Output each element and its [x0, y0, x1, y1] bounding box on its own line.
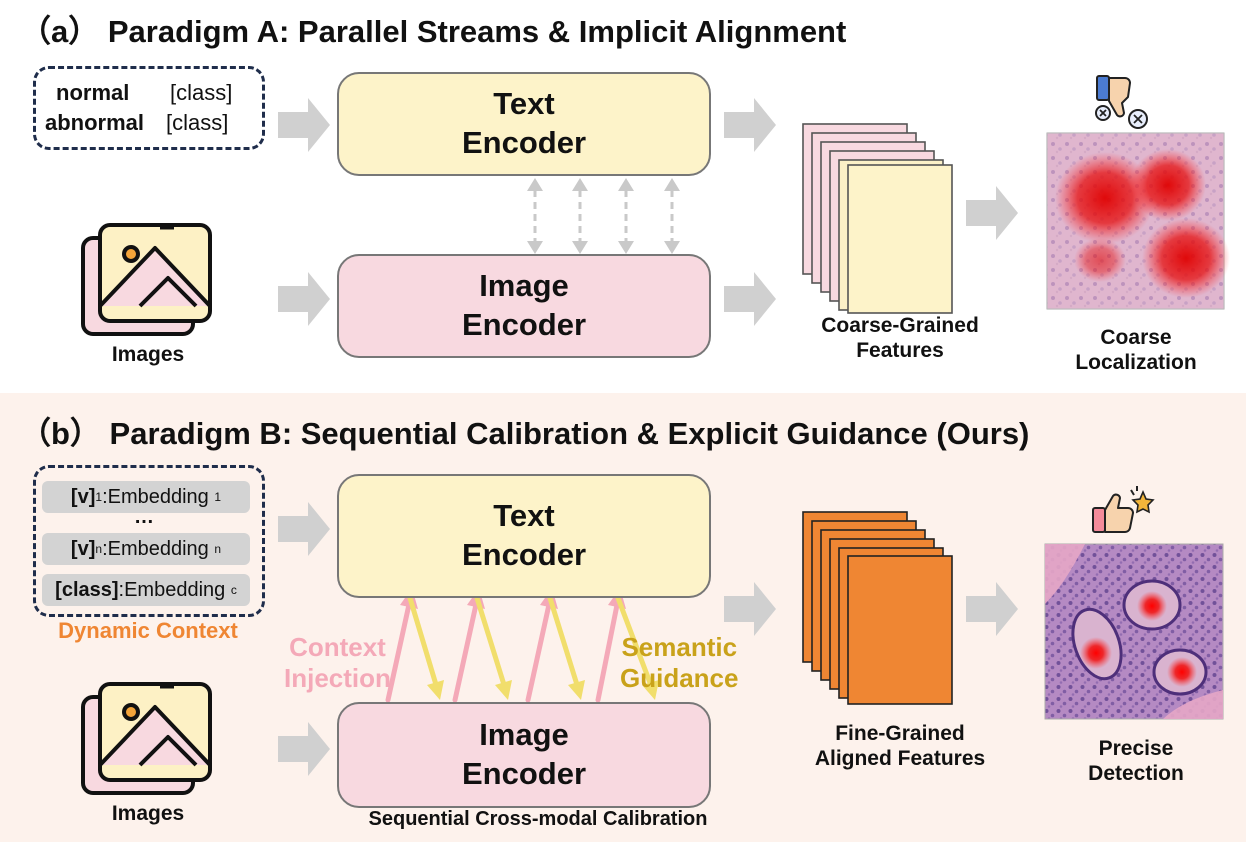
- context-token-n-text: :Embedding: [102, 537, 209, 560]
- fine-features-label: Fine-Grained Aligned Features: [780, 722, 1020, 772]
- panel-a-title: （a） Paradigm A: Parallel Streams & Impli…: [20, 14, 847, 49]
- arrow-image-encoder-to-features: [724, 272, 776, 326]
- context-token-class-sub: c: [230, 583, 237, 597]
- thumbs-up-icon: [1092, 486, 1155, 533]
- context-injection-label-line2: Injection: [284, 663, 391, 694]
- coarse-localization-label-line1: Coarse: [1100, 326, 1172, 349]
- images-label-a: Images: [111, 343, 185, 366]
- semantic-guidance-label-line2: Guidance: [620, 663, 739, 694]
- prompt-normal: normal: [56, 80, 130, 105]
- context-token-1-sub: 1: [214, 490, 222, 504]
- coarse-features-label-line1: Coarse-Grained: [821, 314, 979, 337]
- context-token-n-key-sub: n: [95, 542, 103, 556]
- arrow-fine-features-to-result: [966, 582, 1018, 636]
- class-prompt-box: [33, 66, 265, 150]
- text-encoder-a-line1: Text: [493, 86, 555, 122]
- context-ellipsis: …: [134, 506, 154, 528]
- prompt-abnormal-class: [class]: [166, 110, 229, 135]
- panel-b-title: （b） Paradigm B: Sequential Calibration &…: [20, 416, 1030, 451]
- prompt-abnormal: abnormal: [45, 110, 145, 135]
- arrow-encoders-to-fine-features: [724, 582, 776, 636]
- arrow-images-to-image-encoder-b: [278, 722, 330, 776]
- semantic-guidance-label-line1: Semantic: [621, 632, 738, 662]
- images-icon-a: [81, 223, 212, 336]
- precise-detection-label: Precise Detection: [1050, 737, 1222, 787]
- arrow-prompt-to-text-encoder: [278, 98, 330, 152]
- coarse-features-label-line2: Features: [856, 338, 944, 362]
- text-encoder-a-line2: Encoder: [461, 125, 587, 160]
- coarse-feature-stack: [802, 123, 953, 314]
- coarse-features-label: Coarse-Grained Features: [795, 314, 1005, 364]
- panel-a-flow-arrows: [278, 98, 1018, 326]
- arrow-features-to-result: [966, 186, 1018, 240]
- context-token-1-key-sub: 1: [95, 490, 103, 504]
- implicit-alignment-arrows: [533, 190, 674, 243]
- panel-b-flow-arrows: [278, 502, 1018, 776]
- context-token-1-text: :Embedding: [102, 485, 209, 508]
- context-token-class: [class]:Embedding c: [42, 574, 250, 606]
- context-token-class-key: [class]: [55, 578, 119, 601]
- fine-features-label-line2: Aligned Features: [814, 746, 986, 770]
- context-injection-label-line1: Context: [289, 632, 386, 662]
- precise-detection-label-line2: Detection: [1088, 761, 1184, 785]
- image-encoder-b-line1: Image: [479, 717, 569, 753]
- text-encoder-b-line1: Text: [493, 498, 555, 534]
- coarse-localization-label: Coarse Localization: [1050, 326, 1222, 376]
- context-token-1: [v]1:Embedding 1: [42, 481, 250, 513]
- precise-detection-image: [1044, 543, 1224, 720]
- text-encoder-b-line2: Encoder: [461, 537, 587, 572]
- prompt-normal-class: [class]: [170, 80, 233, 105]
- fine-feature-stack: [802, 511, 953, 705]
- image-encoder-a-line2: Encoder: [461, 307, 587, 342]
- fine-features-label-line1: Fine-Grained: [835, 722, 965, 745]
- arrow-context-to-text-encoder: [278, 502, 330, 556]
- coarse-localization-image: [1046, 132, 1230, 310]
- dynamic-context-label: Dynamic Context: [58, 618, 238, 643]
- dynamic-context-box: [33, 465, 265, 617]
- context-injection-label: Context Injection: [284, 632, 391, 694]
- image-encoder-a-line1: Image: [479, 268, 569, 304]
- context-token-n-key: [v]: [70, 537, 96, 560]
- context-token-n: [v]n:Embedding n: [42, 533, 250, 565]
- precise-detection-label-line1: Precise: [1098, 737, 1174, 760]
- calibration-label: Sequential Cross-modal Calibration: [368, 808, 708, 830]
- context-token-1-key: [v]: [70, 485, 96, 508]
- arrow-text-encoder-to-features: [724, 98, 776, 152]
- arrow-images-to-image-encoder: [278, 272, 330, 326]
- images-icon-b: [81, 682, 212, 795]
- thumbs-down-icon: [1095, 75, 1148, 129]
- context-injection-arrows: [385, 597, 621, 703]
- coarse-localization-label-line2: Localization: [1075, 350, 1197, 374]
- context-token-class-text: :Embedding: [118, 578, 226, 601]
- image-encoder-b-line2: Encoder: [461, 756, 587, 791]
- context-token-n-sub: n: [214, 542, 222, 556]
- images-label-b: Images: [111, 802, 185, 825]
- semantic-guidance-label: Semantic Guidance: [620, 632, 738, 694]
- semantic-guidance-arrows: [407, 595, 655, 691]
